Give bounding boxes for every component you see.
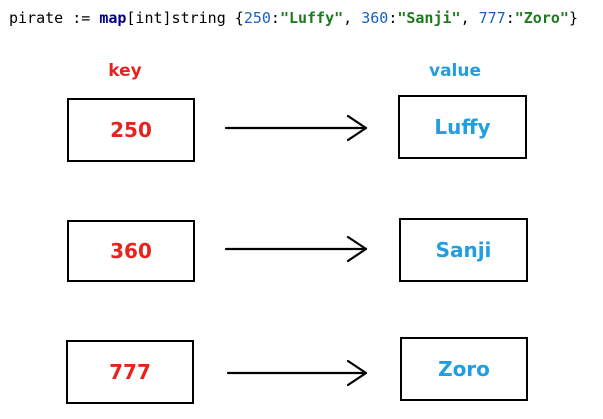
value-box-2: Sanji: [399, 218, 528, 282]
code-line: pirate := map[int]string {250:"Luffy", 3…: [9, 9, 578, 27]
code-close-brace: }: [568, 9, 578, 27]
code-open-brace: {: [234, 9, 244, 27]
code-var: pirate: [9, 9, 64, 27]
key-box-3: 777: [66, 340, 194, 404]
arrow-1: [224, 114, 368, 142]
key-column-header: key: [108, 61, 142, 81]
code-key-1: 250: [243, 9, 271, 27]
value-box-1: Luffy: [398, 95, 527, 159]
code-keyword-map: map: [99, 9, 127, 27]
code-key-3: 777: [478, 9, 506, 27]
value-column-header: value: [428, 61, 481, 81]
arrow-3: [226, 359, 368, 387]
key-box-1: 250: [67, 98, 195, 162]
code-assign-op: :=: [63, 9, 100, 27]
code-value-1: "Luffy": [279, 9, 344, 27]
arrow-2: [224, 235, 368, 263]
value-box-3: Zoro: [400, 337, 528, 401]
code-key-2: 360: [361, 9, 389, 27]
code-value-3: "Zoro": [514, 9, 569, 27]
code-value-2: "Sanji": [397, 9, 461, 27]
code-type: [int]string: [126, 9, 235, 27]
key-box-2: 360: [67, 220, 195, 282]
